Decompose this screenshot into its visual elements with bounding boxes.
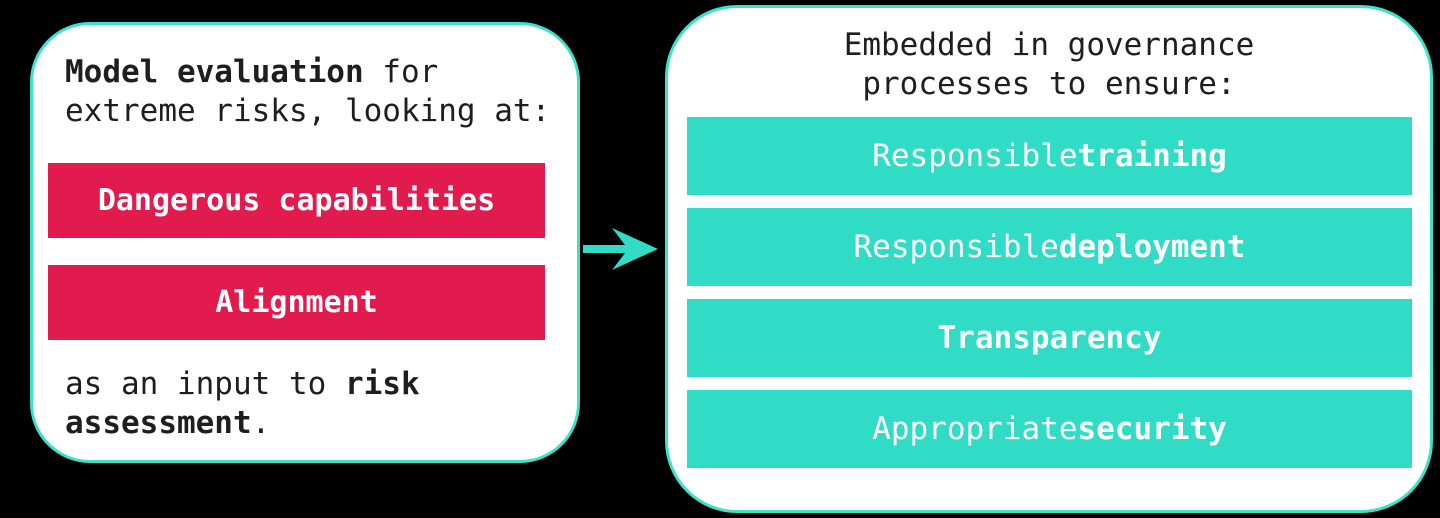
model-evaluation-panel: Model evaluation for extreme risks, look… xyxy=(30,22,580,463)
alignment-label: Alignment xyxy=(215,285,378,320)
bar-transparency: Transparency xyxy=(687,299,1412,377)
outro-line2-bold: assessment xyxy=(65,405,252,441)
intro-line1-plain: for xyxy=(363,54,439,90)
outro-line1-plain: as an input to xyxy=(65,366,345,402)
alignment-chip: Alignment xyxy=(48,265,545,340)
governance-panel: Embedded in governance processes to ensu… xyxy=(665,5,1433,513)
bar-appropriate-security-bold: security xyxy=(1077,411,1227,447)
bar-responsible-deployment: Responsible deployment xyxy=(687,208,1412,286)
intro-line-2: extreme risks, looking at: xyxy=(65,93,551,129)
outro-text: as an input to risk assessment. xyxy=(65,365,420,443)
governance-heading-line-1: Embedded in governance xyxy=(843,27,1255,63)
dangerous-capabilities-label: Dangerous capabilities xyxy=(97,183,496,218)
intro-line-1: Model evaluation for xyxy=(65,53,550,92)
bar-responsible-training-plain: Responsible xyxy=(872,138,1078,174)
outro-line1-bold: risk xyxy=(344,366,420,402)
bar-responsible-training: Responsible training xyxy=(687,117,1412,195)
dangerous-capabilities-chip: Dangerous capabilities xyxy=(48,163,545,238)
intro-text: Model evaluation for extreme risks, look… xyxy=(65,53,550,131)
bar-responsible-training-bold: training xyxy=(1077,138,1227,174)
bar-appropriate-security: Appropriate security xyxy=(687,390,1412,468)
outro-line2-plain: . xyxy=(251,405,271,441)
bar-responsible-deployment-plain: Responsible xyxy=(853,229,1059,265)
outro-line-1: as an input to risk xyxy=(65,365,420,404)
right-arrow-icon xyxy=(578,218,664,280)
bar-responsible-deployment-bold: deployment xyxy=(1058,229,1246,265)
bar-transparency-bold: Transparency xyxy=(937,320,1162,356)
governance-heading: Embedded in governance processes to ensu… xyxy=(668,26,1430,104)
governance-heading-line-2: processes to ensure: xyxy=(862,66,1236,102)
intro-line1-bold: Model evaluation xyxy=(65,54,364,90)
outro-line-2: assessment. xyxy=(65,404,420,443)
bar-appropriate-security-plain: Appropriate xyxy=(872,411,1078,447)
